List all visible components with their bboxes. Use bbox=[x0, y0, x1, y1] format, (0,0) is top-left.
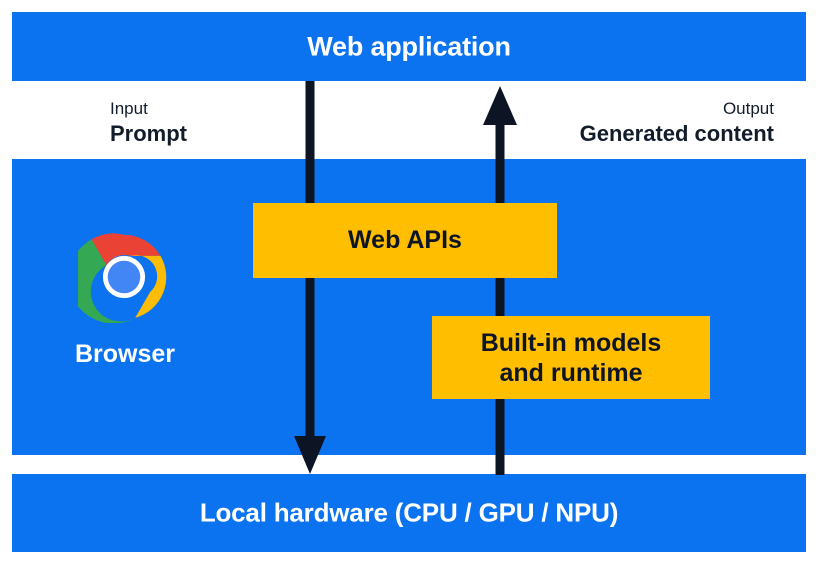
output-annotation-value: Generated content bbox=[579, 120, 774, 146]
web-apis-box: Web APIs bbox=[253, 203, 557, 278]
output-arrow-up-icon bbox=[483, 86, 517, 475]
input-annotation: Input Prompt bbox=[110, 99, 187, 146]
layer-local-hardware: Local hardware (CPU / GPU / NPU) bbox=[12, 474, 806, 552]
input-arrow-down-icon bbox=[294, 81, 326, 474]
layer-web-application: Web application bbox=[12, 12, 806, 81]
input-annotation-value: Prompt bbox=[110, 120, 187, 146]
output-annotation: Output Generated content bbox=[580, 99, 774, 146]
chrome-logo-icon bbox=[68, 231, 170, 324]
builtin-models-line2: and runtime bbox=[499, 358, 643, 387]
builtin-models-line1: Built-in models bbox=[480, 328, 662, 357]
builtin-models-box-label: Built-in models and runtime bbox=[481, 328, 662, 388]
input-annotation-kind: Input bbox=[110, 99, 148, 118]
builtin-models-box: Built-in models and runtime bbox=[432, 316, 710, 399]
output-annotation-kind: Output bbox=[722, 99, 774, 118]
layer-local-hardware-label: Local hardware (CPU / GPU / NPU) bbox=[199, 497, 619, 528]
layer-web-application-label: Web application bbox=[307, 31, 511, 61]
web-apis-box-label: Web APIs bbox=[348, 226, 462, 254]
layer-browser-label: Browser bbox=[74, 340, 176, 368]
